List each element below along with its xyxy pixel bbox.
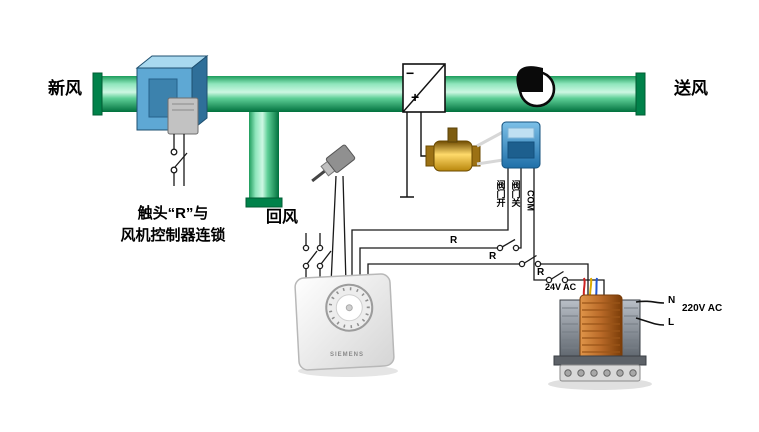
valve-actuator bbox=[501, 121, 541, 169]
fan-icon bbox=[516, 66, 556, 108]
coil-plus-sign: + bbox=[411, 89, 420, 105]
damper-actuator bbox=[167, 97, 199, 135]
transformer bbox=[553, 277, 665, 382]
duct-left-cap bbox=[92, 72, 103, 116]
sensor-wires bbox=[330, 175, 347, 285]
transformer-wire-yellow bbox=[589, 277, 593, 298]
wire-valve-open bbox=[351, 168, 509, 284]
wire-com bbox=[533, 168, 605, 301]
line-terminal-label: L bbox=[668, 317, 675, 328]
wire-valve-close bbox=[359, 168, 522, 284]
damper-interlock-switch bbox=[170, 134, 188, 186]
supply-air-label: 送风 bbox=[674, 79, 708, 98]
thermostat-brand-label: SIEMENS bbox=[330, 352, 365, 358]
mains-220v-label: 220V AC bbox=[682, 303, 723, 314]
relay-r-label-3: R bbox=[537, 267, 545, 278]
coil-symbol bbox=[402, 63, 446, 113]
coil-pipes bbox=[400, 112, 428, 198]
valve-close-label: 阀门关 bbox=[510, 180, 521, 207]
fresh-air-damper bbox=[135, 54, 209, 135]
terminal-strip bbox=[559, 364, 641, 382]
transformer-24v-label: 24V AC bbox=[545, 282, 577, 292]
transformer-bracket bbox=[553, 355, 647, 366]
return-duct bbox=[249, 112, 279, 200]
valve-open-label: 阀门开 bbox=[495, 180, 506, 207]
duct-right-cap bbox=[635, 72, 646, 116]
room-thermostat bbox=[294, 273, 395, 371]
thermostat-dial bbox=[325, 283, 374, 332]
com-terminal-label: COM bbox=[525, 190, 536, 211]
coil-minus-sign: − bbox=[406, 65, 415, 81]
interlock-note-line1: 触头“R”与 bbox=[137, 205, 209, 222]
fresh-air-label: 新风 bbox=[48, 79, 82, 98]
transformer-wire-blue bbox=[595, 277, 598, 298]
relay-contact-1 bbox=[501, 238, 516, 248]
return-duct-cap bbox=[245, 197, 283, 208]
transformer-wire-red bbox=[582, 277, 586, 298]
control-valve bbox=[425, 127, 504, 172]
transformer-coil bbox=[579, 294, 623, 364]
mains-leads bbox=[635, 300, 665, 326]
relay-r-label-1: R bbox=[450, 235, 458, 246]
fan-interlock-contacts bbox=[302, 233, 332, 284]
relay-r-label-2: R bbox=[489, 251, 497, 262]
duct-temp-sensor bbox=[311, 144, 356, 183]
relay-contact-3 bbox=[551, 270, 564, 280]
return-air-label: 回风 bbox=[266, 209, 299, 226]
relay-contact-2 bbox=[524, 254, 537, 264]
interlock-note-line2: 风机控制器连锁 bbox=[120, 227, 226, 244]
neutral-terminal-label: N bbox=[668, 295, 676, 306]
